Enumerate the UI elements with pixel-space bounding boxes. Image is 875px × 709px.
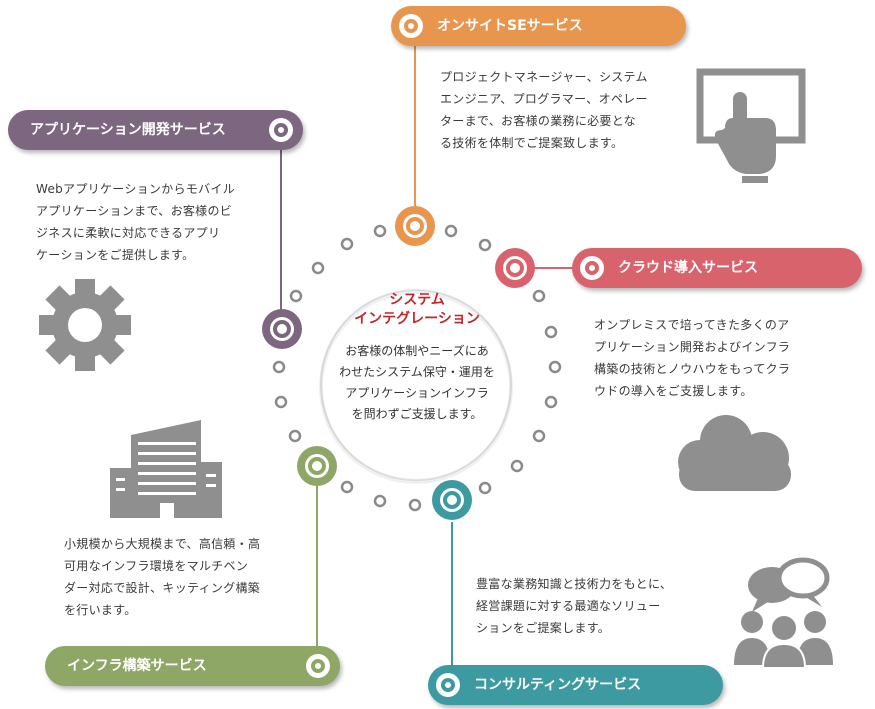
- target-icon: [436, 673, 460, 697]
- target-icon: [269, 118, 293, 142]
- ring-dot: [544, 395, 558, 409]
- node-consult: [432, 480, 472, 520]
- service-desc-consult: 豊富な業務知識と技術力をもとに、 経営課題に対する最適なソリュー ションをご提案…: [476, 577, 673, 635]
- ring-dot: [532, 429, 546, 443]
- gear-icon: [39, 279, 131, 371]
- ring-dot: [544, 325, 558, 339]
- ring-dot: [289, 289, 303, 303]
- ring-dot: [340, 237, 354, 251]
- ring-dot: [408, 498, 422, 512]
- center-title: システム インテグレーション: [354, 292, 480, 327]
- service-pill-onsite[interactable]: オンサイトSEサービス: [391, 6, 686, 46]
- node-onsite: [395, 206, 435, 246]
- node-infra: [297, 446, 337, 486]
- service-pill-consult[interactable]: コンサルティングサービス: [428, 665, 723, 705]
- ring-dot: [373, 224, 387, 238]
- service-pill-app[interactable]: アプリケーション開発サービス: [8, 110, 303, 150]
- service-desc-cloud: オンプレミスで培ってきた多くのア プリケーション開発およびインフラ 構築の技術と…: [594, 318, 791, 398]
- service-desc-onsite: プロジェクトマネージャー、システム エンジニア、プログラマー、オペレー ターまで…: [440, 70, 648, 150]
- ring-dot: [274, 395, 288, 409]
- ring-dot: [478, 481, 492, 495]
- service-label-infra: インフラ構築サービス: [67, 658, 207, 674]
- ring-dot: [288, 429, 302, 443]
- service-label-consult: コンサルティングサービス: [474, 677, 642, 693]
- ring-dot: [510, 459, 524, 473]
- node-cloud: [495, 248, 535, 288]
- ring-dot: [272, 360, 286, 374]
- ring-dot: [478, 238, 492, 252]
- center-description: お客様の体制やニーズにあ わせたシステム保守・運用を アプリケーションインフラ …: [339, 344, 495, 421]
- people-chat-icon: [734, 557, 833, 669]
- service-desc-app: Webアプリケーションからモバイル アプリケーションまで、お客様のビ ジネスに柔…: [36, 182, 236, 262]
- ring-dots: [272, 224, 562, 512]
- node-app: [262, 309, 302, 349]
- building-icon: [110, 420, 222, 518]
- service-label-cloud: クラウド導入サービス: [618, 260, 758, 276]
- target-icon: [306, 654, 330, 678]
- ring-dot: [340, 480, 354, 494]
- ring-dot: [444, 224, 458, 238]
- service-pill-cloud[interactable]: クラウド導入サービス: [572, 248, 862, 288]
- target-icon: [580, 256, 604, 280]
- cloud-icon: [678, 415, 791, 491]
- service-label-app: アプリケーション開発サービス: [30, 122, 226, 138]
- target-icon: [399, 14, 423, 38]
- ring-dot: [548, 360, 562, 374]
- ring-dot: [373, 494, 387, 508]
- service-label-onsite: オンサイトSEサービス: [437, 18, 583, 34]
- center-circle: [320, 289, 512, 481]
- ring-dot: [532, 289, 546, 303]
- ring-dot: [311, 261, 325, 275]
- service-desc-infra: 小規模から大規模まで、高信頼・高 可用なインフラ環境をマルチベン ダー対応で設計…: [64, 537, 261, 617]
- service-pill-infra[interactable]: インフラ構築サービス: [45, 646, 340, 686]
- touch-screen-icon: [696, 68, 806, 183]
